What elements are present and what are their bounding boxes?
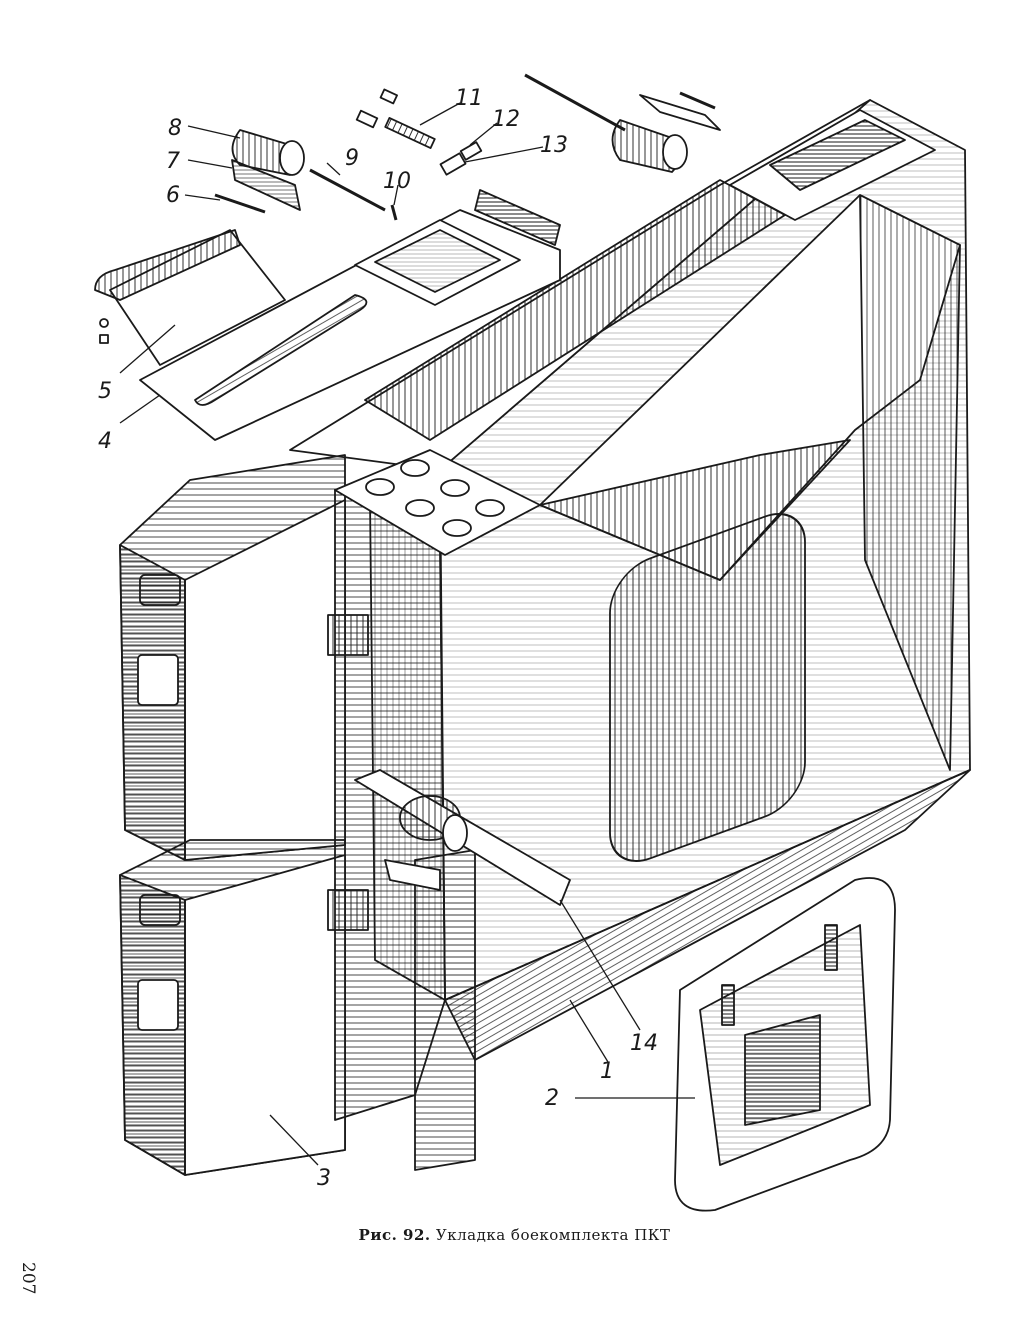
callout-9: 9 — [345, 146, 359, 171]
cartridge-holes — [365, 459, 505, 537]
bracket-7 — [231, 159, 301, 211]
figure-title: Укладка боекомплекта ПКТ — [435, 1226, 671, 1244]
bolt — [99, 318, 109, 344]
spring-11 — [355, 88, 436, 149]
callout-4: 4 — [98, 429, 112, 454]
bushing-13 — [439, 152, 467, 176]
lower-magazine-box — [119, 839, 346, 1176]
pin-10 — [390, 204, 398, 221]
roller-8 — [231, 129, 305, 176]
callout-2: 2 — [545, 1086, 559, 1111]
figure-number: Рис. 92. — [358, 1226, 431, 1244]
door-panel-2 — [674, 877, 896, 1212]
page-number: 207 — [18, 1262, 38, 1295]
callout-13: 13 — [540, 133, 568, 158]
cover-plate-5 — [94, 229, 286, 366]
callout-8: 8 — [168, 116, 182, 141]
callout-3: 3 — [317, 1166, 331, 1191]
callout-14: 14 — [630, 1031, 658, 1056]
upper-magazine-box — [119, 454, 346, 861]
callout-1: 1 — [600, 1059, 614, 1084]
bushing-12 — [459, 141, 483, 161]
axle-6 — [214, 193, 266, 214]
callout-6: 6 — [166, 183, 180, 208]
callout-11: 11 — [455, 86, 483, 111]
callout-10: 10 — [383, 169, 411, 194]
callout-labels: 1 2 3 4 5 6 7 8 9 10 11 12 13 14 — [98, 86, 658, 1191]
leader-lines — [119, 102, 695, 1166]
roller-arm-14 — [354, 769, 571, 906]
bottom-panel — [444, 769, 971, 1061]
figure-caption: Рис. 92. Укладка боекомплекта ПКТ — [0, 1226, 1029, 1244]
rod-9 — [309, 168, 386, 212]
callout-5: 5 — [98, 379, 112, 404]
callout-12: 12 — [492, 107, 520, 132]
frame-on-plate — [354, 189, 561, 306]
main-box — [289, 99, 971, 1001]
callout-7: 7 — [166, 149, 180, 174]
right-roller-assembly — [524, 73, 721, 173]
